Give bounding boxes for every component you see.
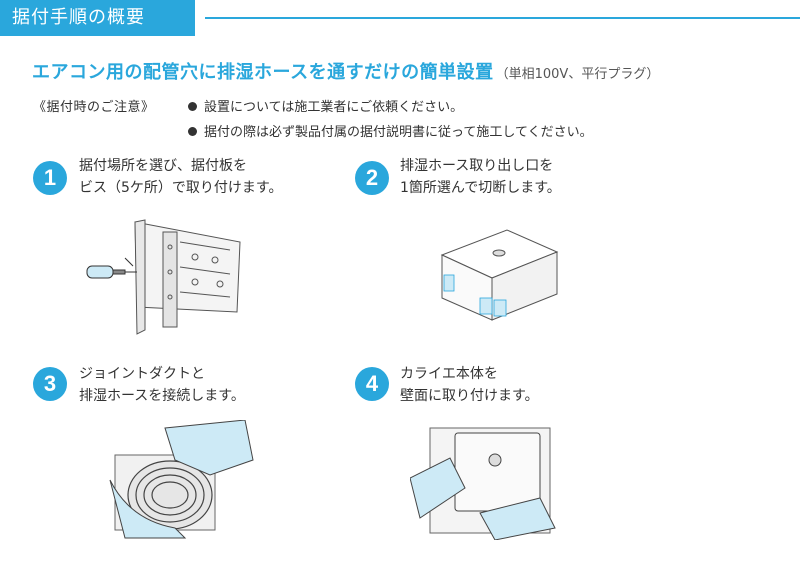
notes-label: 《据付時のご注意》 bbox=[33, 100, 155, 115]
bullet-icon bbox=[188, 102, 197, 111]
note-item: 据付の際は必ず製品付属の据付説明書に従って施工してください。 bbox=[188, 121, 593, 140]
step-1-line1: 据付場所を選び、据付板を bbox=[79, 158, 247, 174]
step-2-badge: 2 bbox=[355, 161, 389, 195]
bullet-icon bbox=[188, 127, 197, 136]
step-1-line2: ビス（5ケ所）で取り付けます。 bbox=[79, 180, 283, 196]
note-item: 設置については施工業者にご依頼ください。 bbox=[188, 96, 463, 115]
wall-mount-illustration bbox=[410, 427, 556, 540]
step-3-line1: ジョイントダクトと bbox=[79, 366, 205, 382]
headline-sub: （単相100V、平行プラグ） bbox=[495, 67, 660, 82]
note-text: 設置については施工業者にご依頼ください。 bbox=[204, 100, 464, 115]
step-4-text: カライエ本体を 壁面に取り付けます。 bbox=[400, 363, 539, 407]
step-2-line1: 排湿ホース取り出し口を bbox=[400, 158, 554, 174]
note-text: 据付の際は必ず製品付属の据付説明書に従って施工してください。 bbox=[204, 125, 593, 140]
headline: エアコン用の配管穴に排湿ホースを通すだけの簡単設置（単相100V、平行プラグ） bbox=[32, 58, 659, 84]
step-3-text: ジョイントダクトと 排湿ホースを接続します。 bbox=[79, 363, 245, 407]
mounting-plate-illustration bbox=[86, 219, 241, 335]
unit-cutout-illustration bbox=[440, 229, 559, 321]
step-1-badge: 1 bbox=[33, 161, 67, 195]
duct-hose-illustration bbox=[109, 420, 254, 539]
step-4-line1: カライエ本体を bbox=[400, 366, 498, 382]
step-2-text: 排湿ホース取り出し口を 1箇所選んで切断します。 bbox=[400, 155, 561, 199]
step-2-line2: 1箇所選んで切断します。 bbox=[400, 180, 561, 196]
headline-main: エアコン用の配管穴に排湿ホースを通すだけの簡単設置 bbox=[32, 62, 494, 83]
section-title: 据付手順の概要 bbox=[0, 0, 195, 36]
step-3-line2: 排湿ホースを接続します。 bbox=[79, 388, 245, 404]
step-1-text: 据付場所を選び、据付板を ビス（5ケ所）で取り付けます。 bbox=[79, 155, 283, 199]
step-3-badge: 3 bbox=[33, 367, 67, 401]
step-4-line2: 壁面に取り付けます。 bbox=[400, 388, 539, 404]
step-4-badge: 4 bbox=[355, 367, 389, 401]
title-divider bbox=[205, 17, 800, 19]
